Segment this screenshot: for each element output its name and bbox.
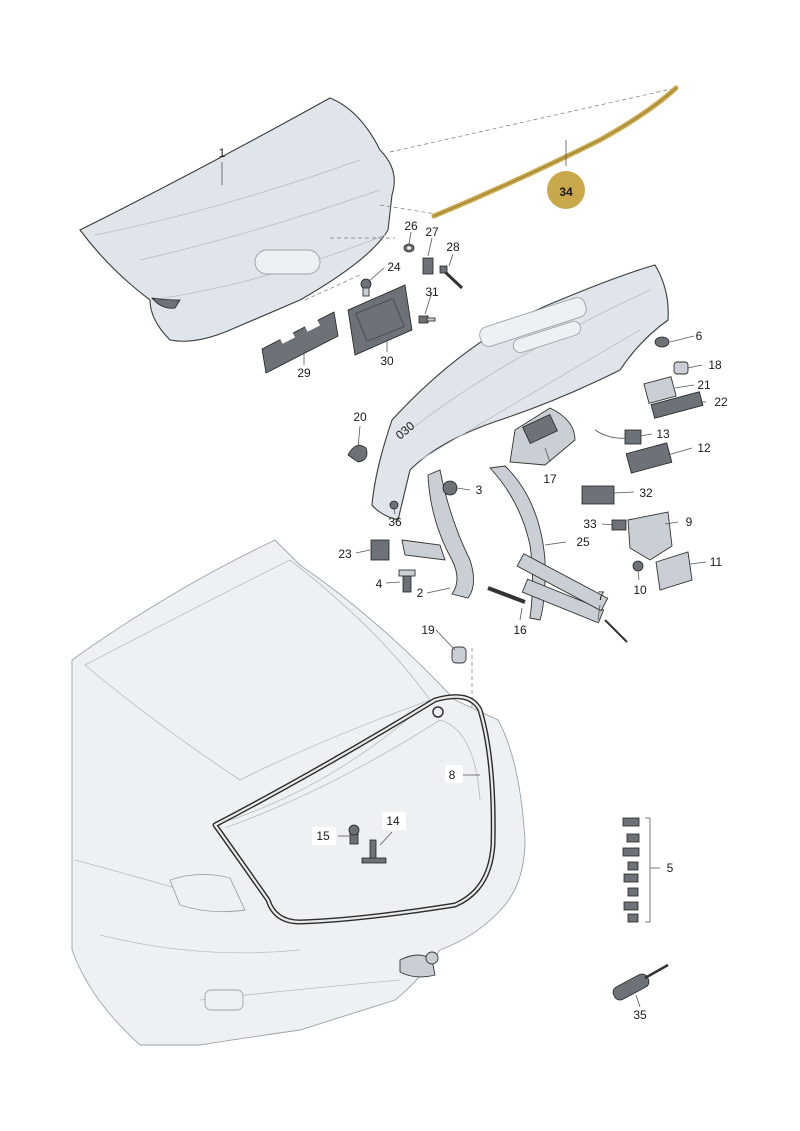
callout-35: 35 bbox=[633, 1008, 647, 1022]
handle-22 bbox=[650, 391, 704, 419]
callout-5: 5 bbox=[667, 861, 674, 875]
callout-3: 3 bbox=[476, 483, 483, 497]
tool-35 bbox=[612, 963, 669, 1001]
nut-10 bbox=[632, 560, 644, 572]
switch-21 bbox=[643, 376, 677, 404]
callout-34: 34 bbox=[559, 185, 573, 199]
bumper-20 bbox=[347, 444, 368, 463]
actuator-33 bbox=[611, 519, 627, 531]
callout-8-bg bbox=[445, 765, 463, 783]
lock-9 bbox=[627, 511, 673, 561]
callout-7: 7 bbox=[598, 589, 605, 603]
pin-15 bbox=[348, 824, 360, 845]
callout-15: 15 bbox=[316, 829, 330, 843]
callout-15-bg bbox=[312, 827, 336, 845]
callout-28: 28 bbox=[446, 240, 460, 254]
callout-26: 26 bbox=[404, 219, 418, 233]
callout-17: 17 bbox=[543, 472, 557, 486]
callout-19: 19 bbox=[421, 623, 435, 637]
gas-strut-16 bbox=[487, 578, 605, 624]
callout-2: 2 bbox=[417, 586, 424, 600]
plate-bracket bbox=[261, 311, 339, 374]
highlighted-seal-strip bbox=[431, 85, 679, 219]
buffer-23 bbox=[370, 539, 390, 561]
callout-23: 23 bbox=[338, 547, 352, 561]
striker-11 bbox=[655, 551, 693, 591]
bushing-19 bbox=[451, 646, 467, 664]
callout-30: 30 bbox=[380, 354, 394, 368]
callout-6: 6 bbox=[696, 329, 703, 343]
leader-lines bbox=[221, 140, 707, 1008]
bolt-28 bbox=[439, 265, 464, 290]
car-rear-body bbox=[71, 539, 526, 1046]
handle-12 bbox=[625, 442, 673, 474]
callout-34-badge bbox=[547, 171, 585, 209]
washer-26 bbox=[403, 243, 415, 253]
callout-24: 24 bbox=[387, 260, 401, 274]
guide-line bbox=[379, 204, 437, 215]
callout-13: 13 bbox=[656, 427, 670, 441]
callout-31: 31 bbox=[425, 285, 439, 299]
callout-20: 20 bbox=[353, 410, 367, 424]
callout-36: 36 bbox=[388, 515, 402, 529]
wiring-13 bbox=[594, 429, 642, 445]
guide-line bbox=[304, 274, 361, 301]
callout-4: 4 bbox=[376, 577, 383, 591]
light-32 bbox=[581, 485, 615, 505]
callout-10: 10 bbox=[633, 583, 647, 597]
callout-12: 12 bbox=[697, 441, 711, 455]
callout-16: 16 bbox=[513, 623, 527, 637]
screw-set-5 bbox=[622, 817, 660, 923]
grommet-3 bbox=[442, 480, 458, 496]
trunk-lid-exterior bbox=[79, 97, 395, 342]
callout-9: 9 bbox=[686, 515, 693, 529]
trunk-lid-inner: 030 bbox=[371, 264, 669, 521]
gas-strut-7 bbox=[516, 553, 628, 643]
callout-14-bg bbox=[382, 812, 406, 830]
stay-25 bbox=[489, 465, 546, 621]
callout-25: 25 bbox=[576, 535, 590, 549]
plate-holder bbox=[347, 284, 413, 356]
plug-36 bbox=[389, 500, 399, 510]
fastener-24 bbox=[360, 278, 372, 297]
callout-21: 21 bbox=[697, 378, 711, 392]
callout-32: 32 bbox=[639, 486, 653, 500]
bolt-4 bbox=[398, 569, 416, 593]
hinge-2 bbox=[401, 469, 474, 599]
plug-6 bbox=[654, 336, 670, 348]
fastener-14 bbox=[361, 839, 387, 864]
callout-33: 33 bbox=[583, 517, 597, 531]
callout-18: 18 bbox=[708, 358, 722, 372]
callout-11: 11 bbox=[710, 555, 723, 569]
clip-27 bbox=[422, 257, 434, 275]
callout-labels: 1 34 26 27 28 24 31 29 30 6 18 21 22 13 … bbox=[219, 146, 728, 1022]
callout-22: 22 bbox=[714, 395, 728, 409]
callout-8: 8 bbox=[449, 768, 456, 782]
callout-29: 29 bbox=[297, 366, 311, 380]
screw-31 bbox=[418, 315, 436, 324]
callout-14: 14 bbox=[386, 814, 400, 828]
callout-27: 27 bbox=[425, 225, 439, 239]
lock-housing-17 bbox=[509, 407, 576, 466]
bulb-18 bbox=[673, 361, 689, 375]
callout-1: 1 bbox=[219, 146, 226, 160]
